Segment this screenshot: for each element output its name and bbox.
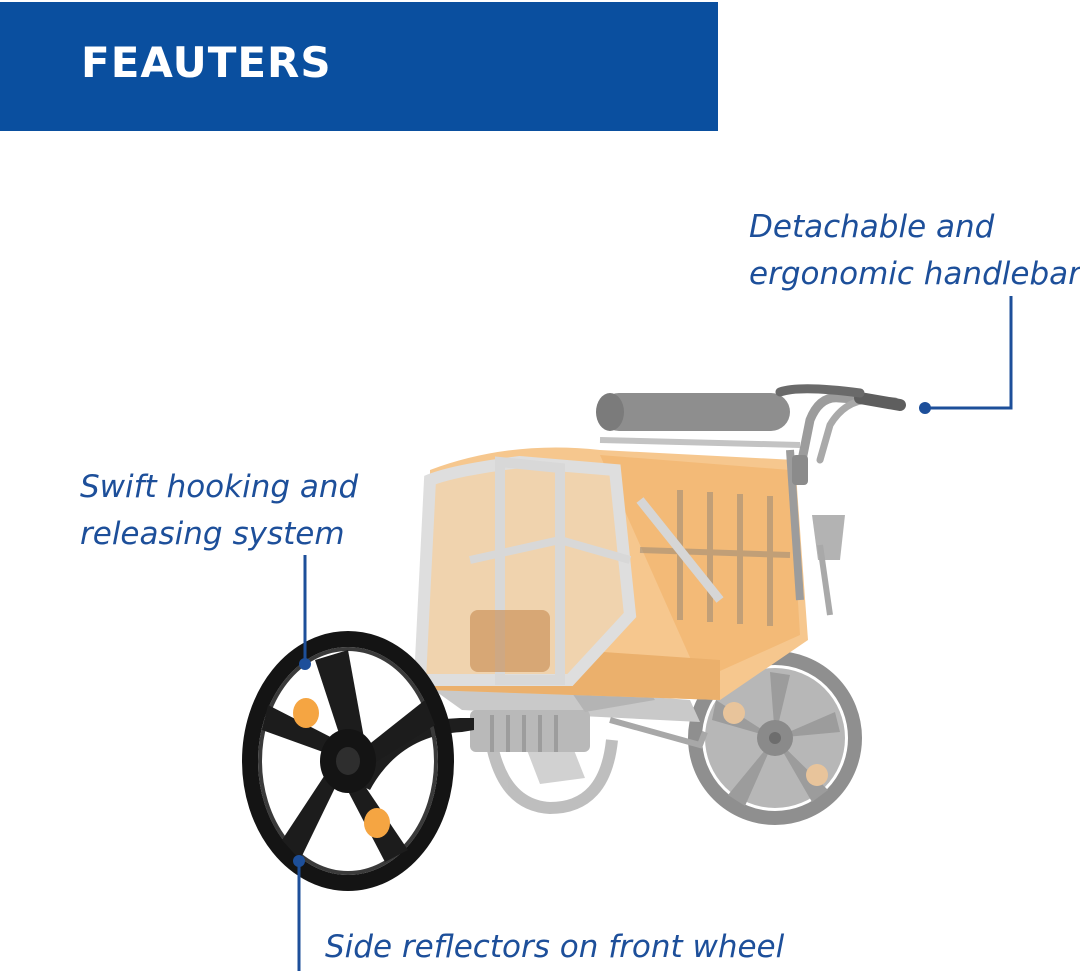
- callout-hook-line2: releasing system: [80, 516, 345, 552]
- callout-dot-hook: [299, 658, 311, 670]
- page-title: FEAUTERS: [81, 38, 332, 87]
- reflector-icon: [293, 698, 319, 728]
- callout-dot-reflector: [293, 855, 305, 867]
- header-banner: FEAUTERS: [0, 2, 718, 131]
- handlebar-icon: [775, 384, 906, 485]
- callout-handlebar-line2: ergonomic handlebar: [749, 256, 1080, 292]
- reflector-icon: [364, 808, 390, 838]
- rear-wheel: [688, 651, 862, 825]
- trailer-body: [413, 393, 862, 825]
- callout-handlebar-line1: Detachable and: [749, 209, 995, 245]
- callout-dot-handlebar: [919, 402, 931, 414]
- front-wheel-icon: [242, 631, 474, 891]
- callout-hook-line1: Swift hooking and: [80, 469, 359, 505]
- callout-reflector-text: Side reflectors on front wheel: [325, 924, 784, 971]
- callout-connector-handlebar: [925, 296, 1013, 410]
- callout-handlebar-text: Detachable and ergonomic handlebar: [749, 204, 1080, 298]
- callout-reflector-line1: Side reflectors on front wheel: [325, 929, 785, 965]
- callout-hook-text: Swift hooking and releasing system: [80, 464, 358, 558]
